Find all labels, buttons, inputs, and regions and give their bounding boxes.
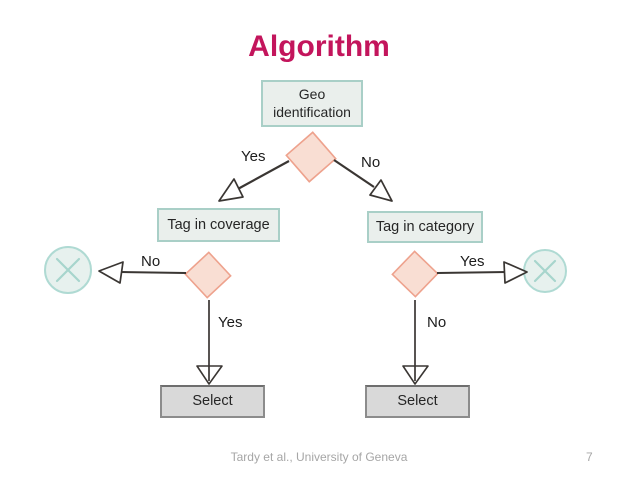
decision-coverage-diamond [184,251,232,299]
branch-label-left-yes: Yes [218,314,243,331]
node-tag-in-category: Tag in category [367,211,483,243]
edge-top-no-line [333,159,375,188]
edge-top-yes-line [235,160,290,191]
footer-credit: Tardy et al., University of Geneva [230,450,408,464]
branch-label-right-yes: Yes [460,253,485,270]
decision-geo-diamond [285,131,337,183]
arrowhead-left-no [98,261,124,284]
branch-label-top-no: No [361,154,381,171]
node-geo-identification: Geo identification [261,80,363,127]
edge-left-no-line [120,271,187,274]
branch-label-top-yes: Yes [241,148,266,165]
circle-x-icon [523,249,567,293]
decision-category-diamond [391,250,439,298]
arrowhead-top-yes [218,178,244,202]
arrowhead-top-no [369,179,393,202]
branch-label-right-no: No [427,314,447,331]
node-tag-in-coverage: Tag in coverage [157,208,280,242]
footer-page-number: 7 [586,450,593,464]
arrowhead-right-yes [503,261,528,284]
node-select-left: Select [160,385,265,418]
page-title: Algorithm [248,30,390,63]
circle-x-icon [44,246,92,294]
branch-label-left-no: No [141,253,161,270]
edge-right-yes-line [436,271,508,274]
node-select-right: Select [365,385,470,418]
